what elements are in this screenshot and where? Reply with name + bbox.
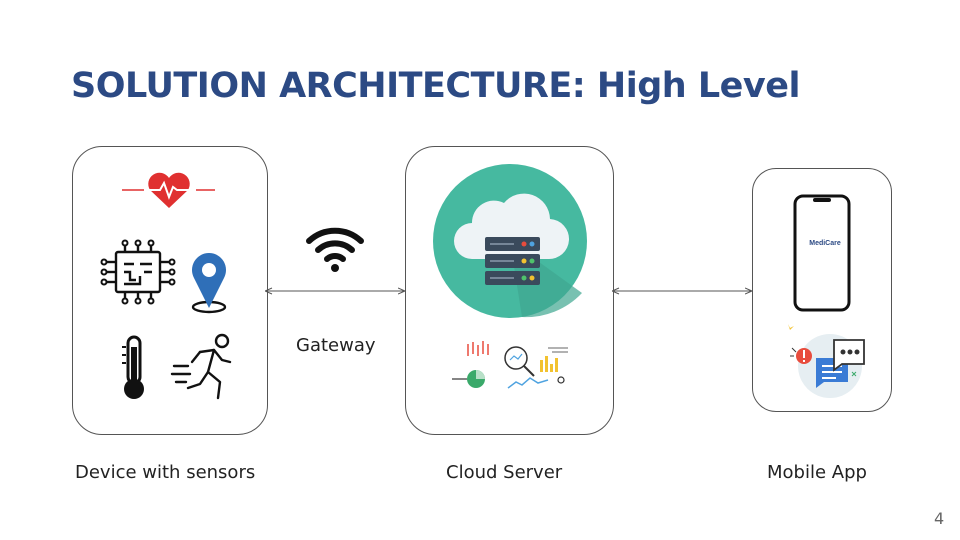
notification-chat-icon	[788, 324, 865, 398]
location-pin-icon	[191, 253, 227, 314]
running-person-icon	[170, 333, 232, 400]
cloud-caption: Cloud Server	[446, 462, 563, 483]
cloud-server-icon	[433, 164, 587, 318]
server-rack	[485, 237, 540, 285]
device-caption: Device with sensors	[75, 462, 256, 483]
smartphone-icon	[793, 194, 851, 312]
page-number: 4	[934, 509, 945, 528]
analytics-icon	[452, 341, 568, 389]
gateway-label: Gateway	[296, 335, 376, 356]
slide-title: SOLUTION ARCHITECTURE: High Level	[71, 66, 800, 106]
thermometer-icon	[122, 335, 144, 399]
mobile-caption: Mobile App	[767, 462, 867, 483]
app-name-label: MediCare	[809, 240, 841, 247]
wifi-icon	[306, 227, 364, 272]
chip-icon	[100, 239, 176, 305]
heartbeat-icon	[122, 172, 215, 208]
